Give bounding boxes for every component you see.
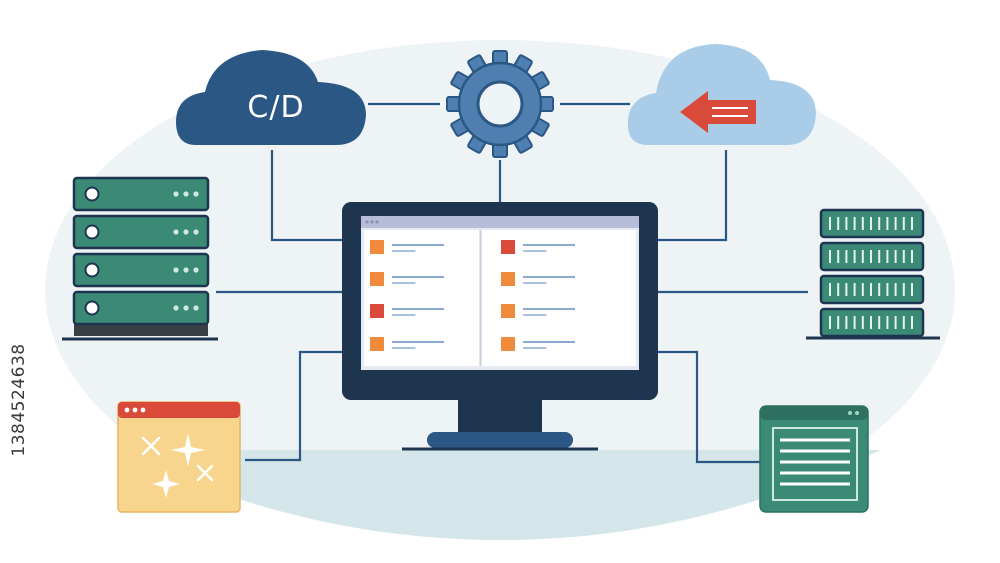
- list-item: [370, 272, 444, 286]
- sparkle-icon: [171, 433, 205, 467]
- sparkle-icon: [152, 470, 180, 498]
- browser-window-icon: [117, 401, 241, 513]
- list-item: [501, 240, 575, 254]
- list-item: [370, 337, 444, 351]
- server-rack-icon: [62, 176, 218, 341]
- list-item: [370, 304, 444, 318]
- server-unit: [72, 290, 210, 326]
- cloud-icon: C/D: [176, 50, 366, 145]
- connector-lines: [216, 102, 808, 464]
- list-item: [501, 304, 575, 318]
- server-stack-icon: [806, 208, 940, 340]
- arrow-left-icon: [680, 91, 756, 133]
- stock-id-label: 1384524638: [9, 343, 29, 457]
- server-unit: [819, 274, 925, 305]
- server-unit: [819, 208, 925, 239]
- monitor-icon: [342, 202, 658, 451]
- cloud-arrow-icon: [627, 44, 816, 145]
- server-unit: [72, 176, 210, 212]
- floor-band: [120, 450, 880, 540]
- list-item: [501, 272, 575, 286]
- server-unit: [819, 241, 925, 272]
- document-window-icon: [759, 405, 869, 513]
- list-item: [370, 240, 444, 254]
- gear-icon: [446, 50, 554, 158]
- cloud-label: C/D: [247, 90, 304, 125]
- server-unit: [72, 252, 210, 288]
- list-item: [501, 337, 575, 351]
- server-unit: [72, 214, 210, 250]
- server-unit: [819, 307, 925, 338]
